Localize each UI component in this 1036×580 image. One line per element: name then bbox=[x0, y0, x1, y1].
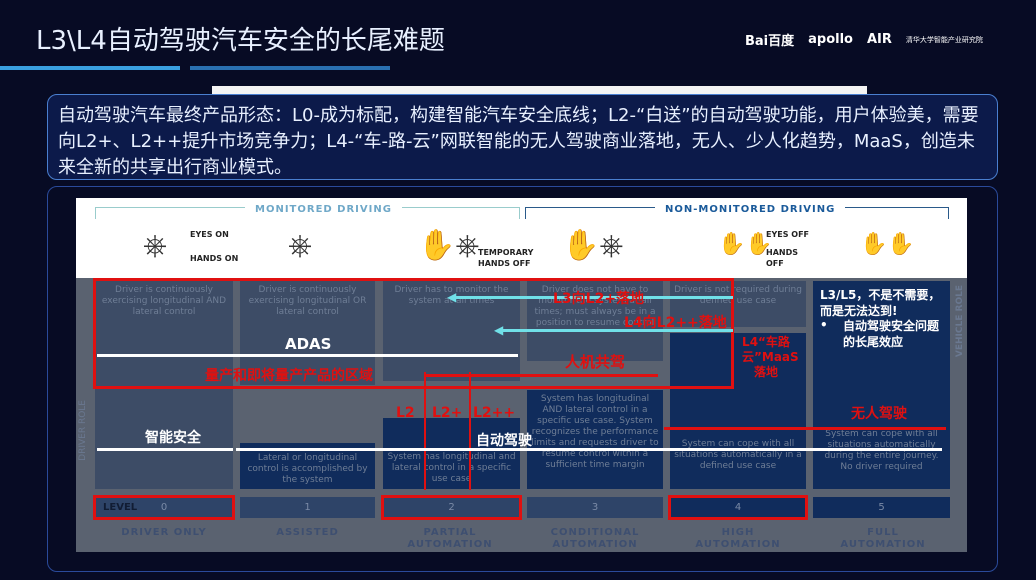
l2-divider bbox=[424, 372, 426, 490]
steering-wheel-icon: ⎈ bbox=[143, 228, 167, 263]
human-machine-label: 人机共驾 bbox=[565, 353, 626, 371]
non-monitored-label: NON-MONITORED DRIVING bbox=[655, 204, 846, 215]
safety-arrow bbox=[97, 448, 233, 451]
slide-title: L3\L4自动驾驶汽车安全的长尾难题 bbox=[36, 26, 445, 56]
cyan-arrow bbox=[455, 296, 733, 299]
temporary-hands-off-label: TEMPORARY HANDS OFF bbox=[478, 248, 534, 268]
mass-production-label: 量产和即将量产产品的区域 bbox=[205, 368, 373, 384]
logos: Bai百度 apollo AIR 清华大学智能产业研究院 bbox=[745, 30, 983, 49]
steering-wheel-icon: ⎈ bbox=[288, 228, 312, 263]
level-0: LEVEL 0 bbox=[95, 497, 233, 518]
mass-production-region bbox=[93, 278, 734, 389]
monitored-label: MONITORED DRIVING bbox=[245, 204, 402, 215]
hand-wheel-icon: ✋⎈ bbox=[418, 228, 480, 263]
level-3: 3 bbox=[527, 497, 663, 518]
level-name-1: ASSISTED bbox=[276, 527, 339, 538]
level-name-0: DRIVER ONLY bbox=[121, 527, 207, 538]
note-bullet: 自动驾驶安全问题的长尾效应 bbox=[843, 319, 940, 349]
codriving-arrow bbox=[425, 374, 658, 377]
level-4-highlight bbox=[668, 495, 808, 520]
l4-maas-label: L4“车路云”MaaS落地 bbox=[742, 335, 799, 379]
level-1: 1 bbox=[240, 497, 375, 518]
arrow-head-icon: ◀ bbox=[447, 290, 457, 304]
l4-l2pp-label: L4向L2++落地 bbox=[624, 315, 727, 331]
level-name-2: PARTIAL AUTOMATION bbox=[407, 527, 493, 550]
level-4: 4 bbox=[670, 497, 806, 518]
cyan-arrow bbox=[502, 329, 733, 332]
hands-off-icon: ✋✋ bbox=[718, 232, 773, 257]
air-logo: AIR bbox=[867, 32, 892, 47]
smart-safety-label: 智能安全 bbox=[145, 430, 201, 446]
note-title: L3/L5，不是不需要，而是无法达到! bbox=[820, 288, 941, 318]
driver-cell-0: Driver is continuously exercising longit… bbox=[95, 281, 233, 489]
l2-divider bbox=[469, 372, 471, 490]
l2plus-label: L2+ bbox=[432, 405, 463, 421]
l2-label: L2 bbox=[396, 405, 415, 421]
adas-label: ADAS bbox=[285, 335, 332, 353]
hands-on-label: HANDS ON bbox=[190, 254, 239, 263]
driver-role-label: DRIVER ROLE bbox=[78, 400, 88, 461]
driverless-arrow bbox=[664, 427, 946, 430]
level-name-5: FULL AUTOMATION bbox=[840, 527, 926, 550]
system-cell-3: System has longitudinal AND lateral cont… bbox=[527, 390, 663, 489]
eyes-off-label: EYES OFF bbox=[766, 230, 809, 239]
level-label: LEVEL bbox=[103, 502, 138, 513]
system-cell-5: System can cope with all situations auto… bbox=[813, 281, 950, 489]
bullet-icon: • bbox=[820, 318, 828, 332]
driver-cell-3: Driver does not have to monitor the syst… bbox=[527, 281, 663, 361]
driverless-label: 无人驾驶 bbox=[851, 406, 907, 422]
figure-frame bbox=[47, 186, 998, 572]
level-number: 0 bbox=[160, 502, 168, 513]
level-0-highlight bbox=[93, 495, 235, 520]
hand-wheel-icon: ✋⎈ bbox=[562, 228, 624, 263]
hands-off-label: HANDS OFF bbox=[766, 248, 798, 268]
autonomous-label: 自动驾驶 bbox=[476, 433, 532, 449]
level-5: 5 bbox=[813, 497, 950, 518]
decor-stripe bbox=[190, 66, 390, 70]
system-cell-4: System can cope with all situations auto… bbox=[670, 333, 806, 489]
system-cell-2: System has longitudinal and lateral cont… bbox=[383, 418, 520, 489]
autonomous-arrow bbox=[236, 448, 942, 451]
decor-stripe bbox=[0, 66, 180, 70]
decor-bar bbox=[212, 86, 867, 96]
vehicle-role-label: VEHICLE ROLE bbox=[955, 285, 965, 358]
baidu-logo: Bai百度 bbox=[745, 34, 795, 49]
adas-arrow bbox=[97, 354, 518, 357]
air-subtitle: 清华大学智能产业研究院 bbox=[905, 35, 983, 44]
eyes-on-label: EYES ON bbox=[190, 230, 229, 239]
level-name-3: CONDITIONAL AUTOMATION bbox=[550, 527, 640, 550]
hands-off-icon: ✋✋ bbox=[860, 232, 915, 257]
driver-cell-1: Driver is continuously exercising longit… bbox=[240, 281, 375, 385]
l3-l2plus-label: L3向L2+落地 bbox=[553, 291, 645, 307]
apollo-logo: apollo bbox=[808, 32, 853, 47]
l2pp-label: L2++ bbox=[473, 405, 516, 421]
arrow-head-icon: ◀ bbox=[494, 323, 504, 337]
level-2: 2 bbox=[383, 497, 520, 518]
driver-cell-4: Driver is not required during defined us… bbox=[670, 281, 806, 327]
intro-text: 自动驾驶汽车最终产品形态：L0-成为标配，构建智能汽车安全底线；L2-“白送”的… bbox=[47, 94, 998, 180]
level-2-highlight bbox=[381, 495, 522, 520]
level-name-4: HIGH AUTOMATION bbox=[695, 527, 781, 550]
